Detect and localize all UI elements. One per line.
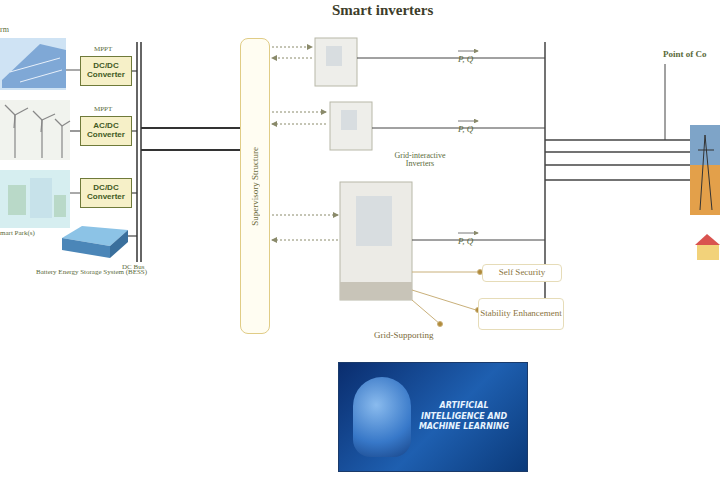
converter-box: DC/DC Converter [80,56,132,86]
text-label: mart Park(s) [0,230,35,237]
converter-label: DC/DC Converter [81,184,131,202]
converter-box: DC/DC Converter [80,178,132,208]
solar-panel [0,38,80,90]
text-label: P, Q [458,125,473,134]
text-label: P, Q [458,237,473,246]
feature-box: Self Security [482,264,562,282]
wind-turbines [0,100,80,160]
dc-bus [137,42,240,262]
text-label: rm [0,26,9,34]
supervisory-box: Supervisory Structure [240,38,270,334]
diagram-title: Smart inverters [332,2,433,19]
power-flow-arrows [458,51,478,233]
ac-lines [357,42,690,300]
feature-label: Stability Enhancement [480,309,562,319]
ai-banner-text: ARTIFICIAL INTELLIGENCE AND MACHINE LEAR… [409,401,519,432]
converter-label: AC/DC Converter [81,122,131,140]
feature-leaders [412,270,483,327]
text-label: MPPT [94,106,112,113]
converter-box: AC/DC Converter [80,116,132,146]
text-label: P, Q [458,55,473,64]
converter-label: DC/DC Converter [81,62,131,80]
battery-storage [62,226,128,258]
text-label: MPPT [94,46,112,53]
smart-park [0,170,80,228]
text-label: Battery Energy Storage System (BESS) [36,269,147,276]
ai-image-panel: ARTIFICIAL INTELLIGENCE AND MACHINE LEAR… [338,362,528,472]
supervisory-label: Supervisory Structure [250,147,260,226]
feature-label: Self Security [499,268,546,278]
feature-box: Stability Enhancement [478,298,564,330]
transmission-tower [690,125,720,215]
house [695,234,720,260]
ai-head-graphic [353,377,411,457]
text-label: Point of Co [663,50,707,59]
inverter-units [315,38,412,300]
text-label: Grid-Supporting [374,331,434,340]
text-label: Grid-interactive Inverters [390,152,450,169]
converter-wires [128,71,137,236]
